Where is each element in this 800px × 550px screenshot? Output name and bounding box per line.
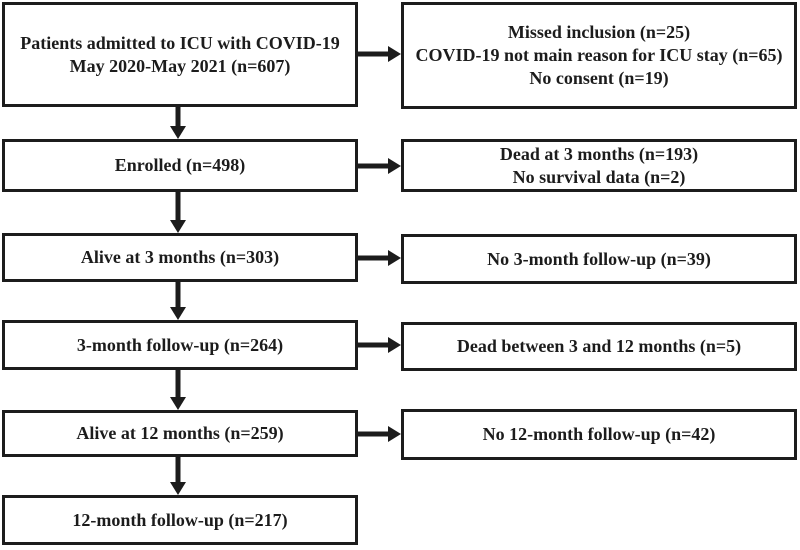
arrow-right-row4 (358, 337, 401, 353)
arrow-down-enrolled-to-alive3 (170, 192, 186, 233)
arrow-right-row1 (358, 46, 401, 62)
box-text-line: No consent (n=19) (529, 68, 669, 88)
box-text-line: No 3-month follow-up (n=39) (487, 248, 711, 269)
box-text-line: Enrolled (n=498) (114, 155, 246, 175)
box-text-line: Dead at 3 months (n=193) (499, 143, 699, 164)
box-alive-3-months: Alive at 3 months (n=303) (2, 233, 358, 282)
box-no-3-month-followup: No 3-month follow-up (n=39) (401, 234, 797, 284)
box-text-line: No survival data (n=2) (512, 166, 686, 187)
box-no-12-month-followup: No 12-month follow-up (n=42) (401, 409, 797, 460)
arrow-down-patients-to-enrolled (170, 107, 186, 139)
box-text-line: May 2020-May 2021 (n=607) (69, 55, 291, 76)
arrow-down-alive3-to-followup3 (170, 282, 186, 320)
arrow-right-row2 (358, 158, 401, 174)
box-text-line: Dead between 3 and 12 months (n=5) (456, 336, 742, 356)
box-text-line: Patients admitted to ICU with COVID-19 (20, 32, 340, 53)
box-patients-admitted: Patients admitted to ICU with COVID-19 M… (2, 2, 358, 107)
box-3-month-followup: 3-month follow-up (n=264) (2, 320, 358, 370)
box-text-line: No 12-month follow-up (n=42) (482, 424, 716, 444)
arrow-right-row3 (358, 250, 401, 266)
arrow-right-row5 (358, 426, 401, 442)
arrow-down-followup3-to-alive12 (170, 370, 186, 410)
box-excluded-reasons: Missed inclusion (n=25) COVID-19 not mai… (401, 2, 797, 109)
box-text-line: Missed inclusion (n=25) (507, 22, 691, 42)
box-text-line: 12-month follow-up (n=217) (72, 509, 288, 530)
box-dead-3-months: Dead at 3 months (n=193) No survival dat… (401, 139, 797, 192)
box-text-line: COVID-19 not main reason for ICU stay (n… (415, 45, 783, 65)
box-12-month-followup: 12-month follow-up (n=217) (2, 495, 358, 545)
box-alive-12-months: Alive at 12 months (n=259) (2, 410, 358, 457)
arrow-down-alive12-to-followup12 (170, 457, 186, 495)
box-text-line: Alive at 3 months (n=303) (80, 247, 280, 267)
box-enrolled: Enrolled (n=498) (2, 139, 358, 192)
box-dead-between-3-and-12-months: Dead between 3 and 12 months (n=5) (401, 322, 797, 371)
box-text-line: 3-month follow-up (n=264) (76, 334, 284, 355)
box-text-line: Alive at 12 months (n=259) (76, 423, 284, 443)
